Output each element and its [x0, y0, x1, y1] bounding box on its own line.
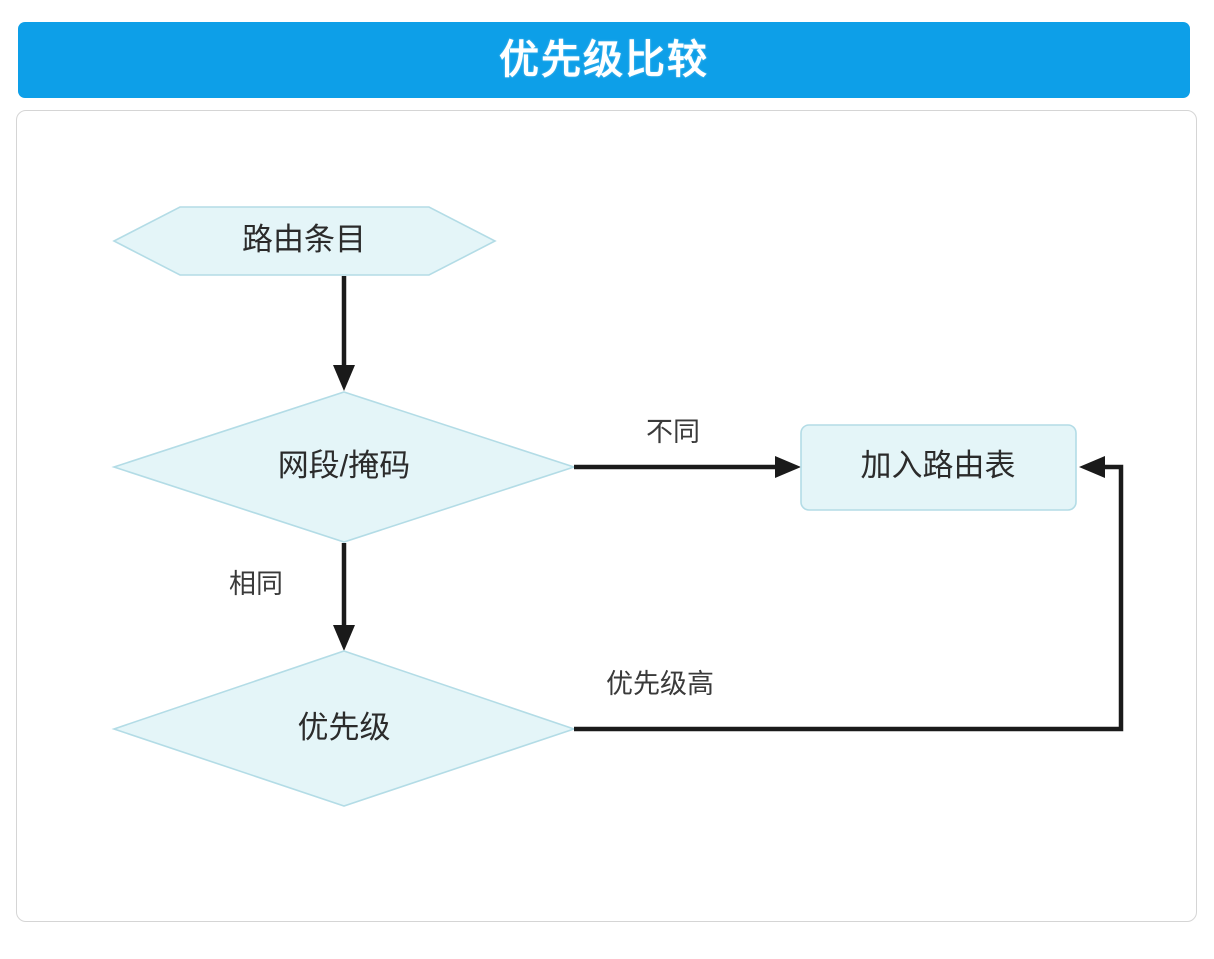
edge-label-same: 相同 [229, 569, 283, 599]
edge-mask-different: 不同 [574, 417, 801, 478]
diagram-container: 路由条目 网段/掩码 不同 加入路由表 相同 [16, 110, 1197, 922]
flowchart-canvas: 路由条目 网段/掩码 不同 加入路由表 相同 [111, 206, 1124, 807]
edge-entry-to-mask-arrowhead [333, 365, 355, 391]
node-add-to-table[interactable]: 加入路由表 [800, 424, 1077, 511]
edge-entry-to-mask [333, 276, 355, 391]
node-priority[interactable]: 优先级 [111, 650, 577, 807]
rounded-rect-shape [800, 424, 1077, 511]
node-network-mask-label: 网段/掩码 [278, 448, 411, 483]
edge-priority-higher: 优先级高 [574, 456, 1124, 732]
edge-priority-higher-arrowhead [1079, 456, 1105, 478]
node-network-mask[interactable]: 网段/掩码 [111, 391, 577, 543]
edge-priority-higher-path [574, 464, 1124, 732]
hexagon-shape [112, 206, 497, 276]
header-bar: 优先级比较 [18, 22, 1190, 98]
node-add-to-table-label: 加入路由表 [861, 448, 1016, 483]
page-title: 优先级比较 [499, 38, 709, 82]
node-route-entry[interactable]: 路由条目 [112, 206, 497, 276]
edge-mask-different-arrowhead [775, 456, 801, 478]
edge-label-higher-priority: 优先级高 [606, 669, 714, 699]
node-route-entry-label: 路由条目 [242, 222, 366, 257]
diamond-shape [111, 650, 577, 807]
diamond-shape [111, 391, 577, 543]
edge-mask-same-arrowhead [333, 625, 355, 651]
edge-mask-same: 相同 [229, 543, 355, 651]
node-priority-label: 优先级 [298, 710, 391, 745]
edge-label-different: 不同 [646, 417, 700, 447]
